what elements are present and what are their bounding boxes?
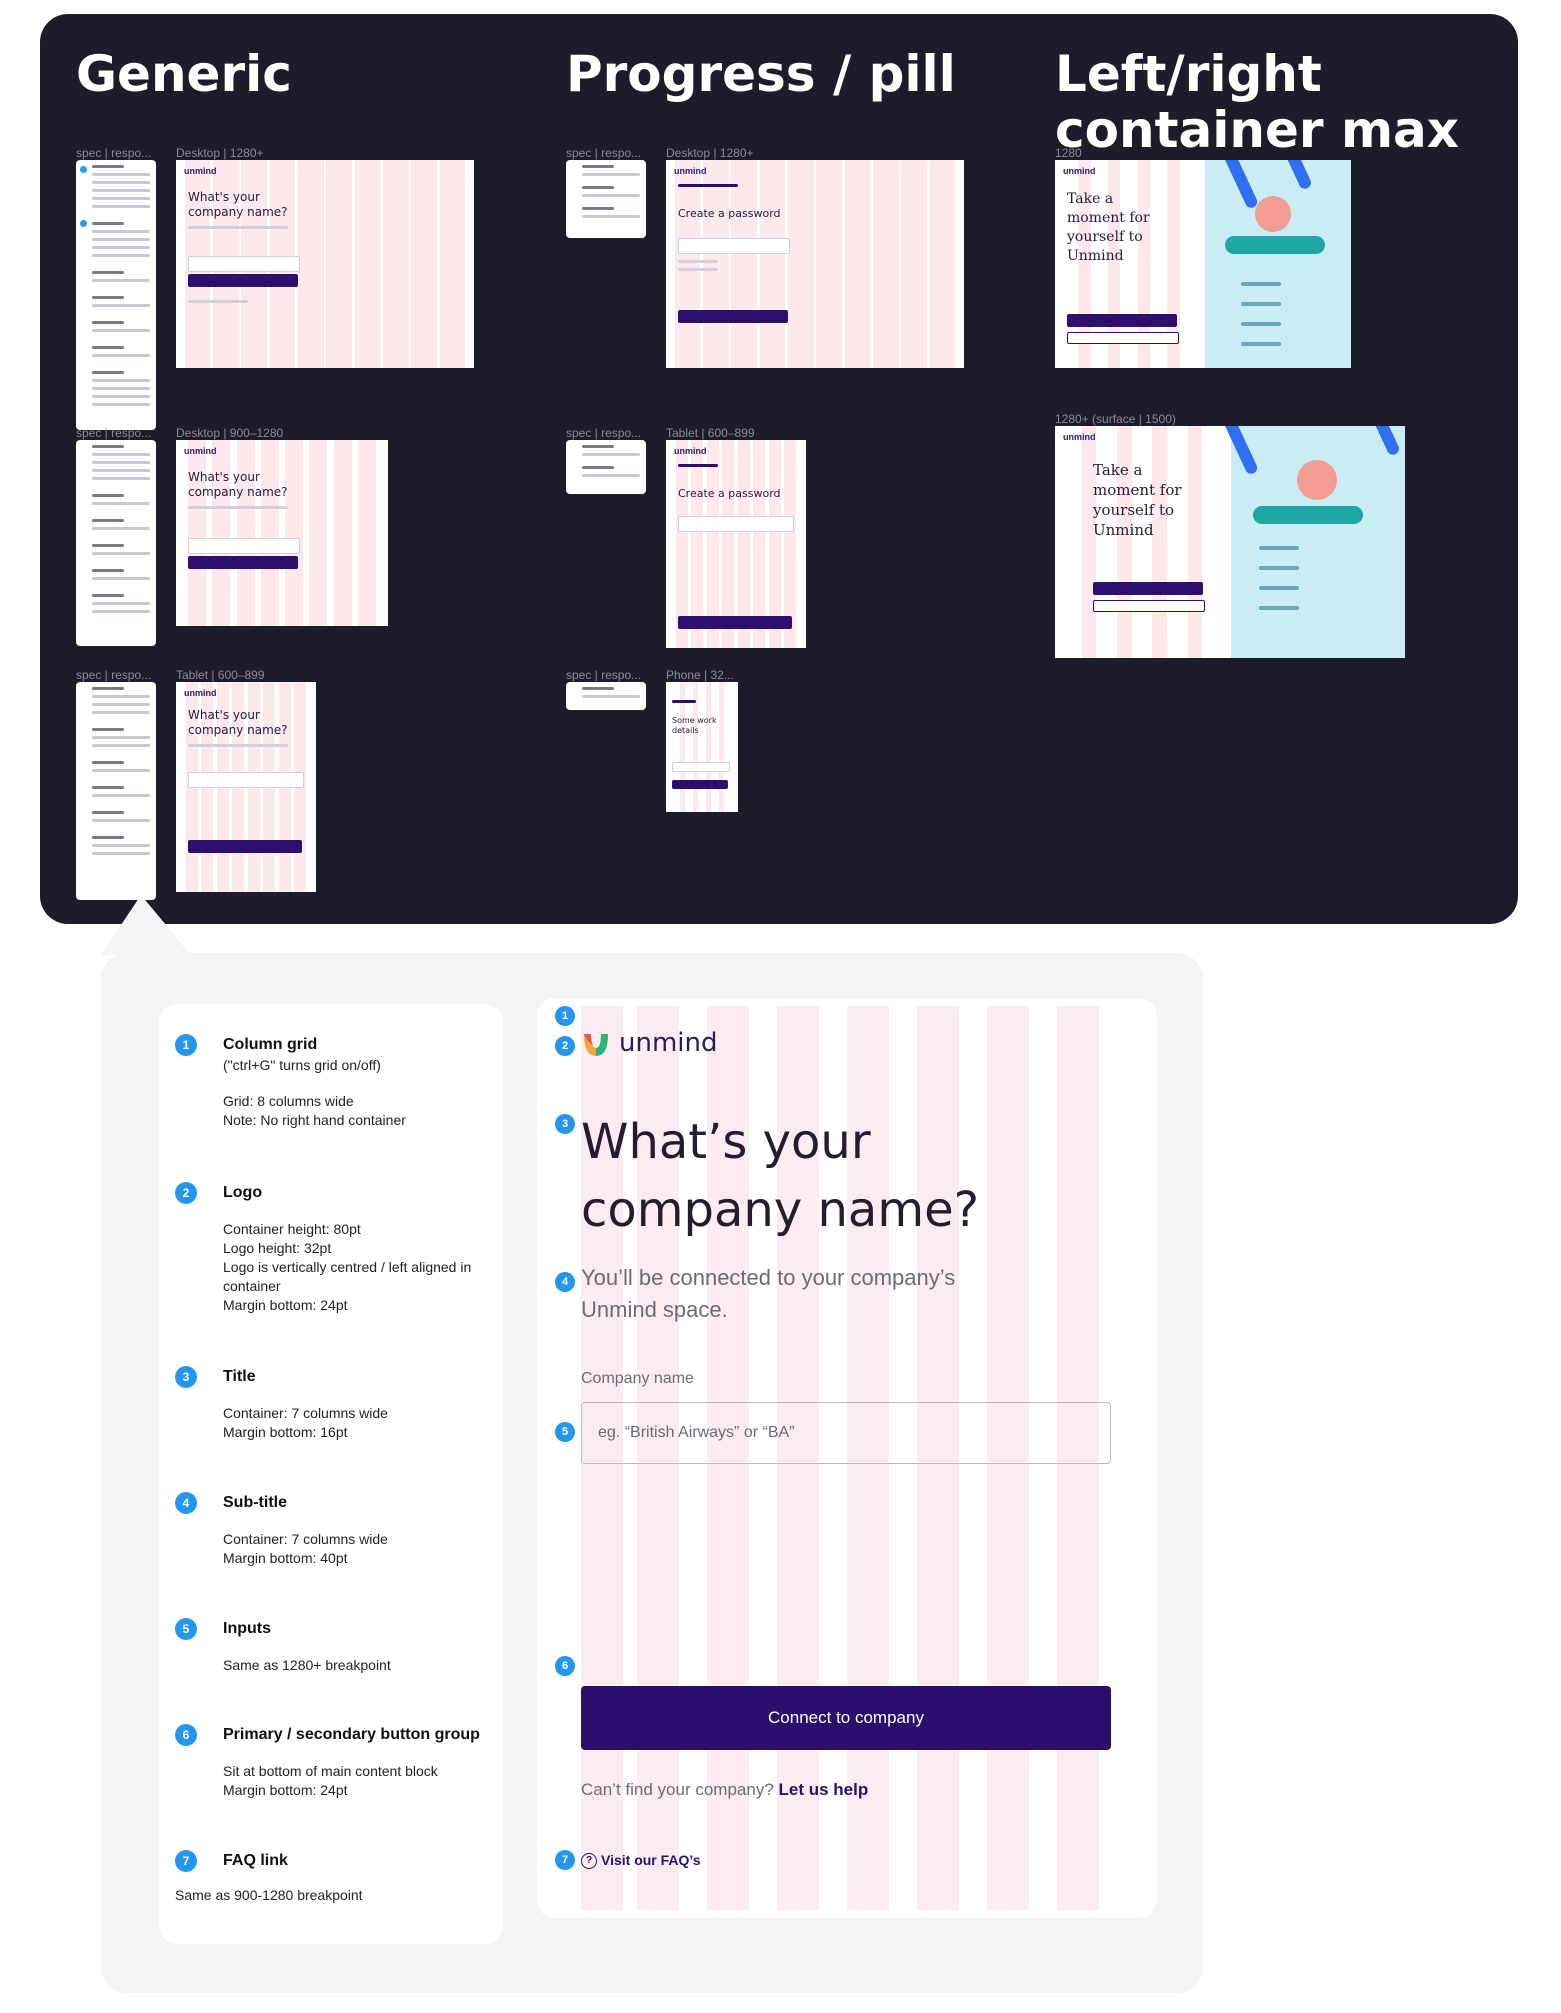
mini-title: What's your company name? xyxy=(188,470,288,499)
callout-pointer xyxy=(101,895,191,955)
mini-title: Create a password xyxy=(678,487,781,500)
desktop-1280-thumbnail[interactable]: unmind What's your company name? xyxy=(176,160,474,368)
thumb-label-spec: spec | respo... xyxy=(76,146,152,160)
spec-badge: 5 xyxy=(175,1618,197,1640)
spec-heading: Column grid xyxy=(223,1036,318,1053)
page-subtitle: You’ll be connected to your company’s Un… xyxy=(581,1265,956,1322)
spec-text: Same as 1280+ breakpoint xyxy=(223,1657,391,1673)
phone-thumbnail[interactable]: Some work details xyxy=(666,682,738,812)
mini-logo: unmind xyxy=(184,446,217,456)
spec-thumbnail[interactable] xyxy=(566,682,646,710)
overview-board: Generic Progress / pill Left/right conta… xyxy=(40,14,1518,924)
spec-panel: 1 Column grid ("ctrl+G" turns grid on/of… xyxy=(159,1004,503,1944)
spec-heading: Sub-title xyxy=(223,1494,287,1511)
password-1280-thumbnail[interactable]: unmind Create a password xyxy=(666,160,964,368)
spec-badge: 4 xyxy=(175,1492,197,1514)
illustration xyxy=(1205,160,1351,368)
thumb-label-spec: spec | respo... xyxy=(566,426,642,440)
help-prompt: Can’t find your company? xyxy=(581,1780,774,1799)
spec-thumbnail[interactable] xyxy=(566,440,646,494)
illustration xyxy=(1222,426,1405,658)
lr-1280-thumbnail[interactable]: unmind Take a moment for yourself to Unm… xyxy=(1055,160,1351,368)
tablet-thumbnail[interactable]: unmind What's your company name? xyxy=(176,682,316,892)
mini-title: What's your company name? xyxy=(188,708,288,737)
thumb-label-desktop-1280: Desktop | 1280+ xyxy=(176,146,264,160)
faq-label: Visit our FAQ’s xyxy=(601,1852,701,1868)
spec-heading: FAQ link xyxy=(223,1852,288,1869)
mini-title: Create a password xyxy=(678,207,781,220)
thumb-label-spec: spec | respo... xyxy=(76,668,152,682)
spec-badge: 3 xyxy=(175,1366,197,1388)
annotation-badge: 5 xyxy=(555,1422,575,1442)
logo-text: unmind xyxy=(619,1028,718,1058)
annotation-badge: 4 xyxy=(555,1272,575,1292)
thumb-label-tablet: Tablet | 600–899 xyxy=(666,426,755,440)
section-title-generic: Generic xyxy=(76,45,292,103)
thumb-label-spec: spec | respo... xyxy=(76,426,152,440)
spec-text: Same as 900-1280 breakpoint xyxy=(175,1887,363,1903)
annotation-badge: 2 xyxy=(555,1036,575,1056)
spec-thumbnail[interactable] xyxy=(566,160,646,238)
mini-logo: unmind xyxy=(1063,166,1096,176)
question-circle-icon: ? xyxy=(581,1853,597,1870)
mini-logo: unmind xyxy=(674,166,707,176)
desktop-900-thumbnail[interactable]: unmind What's your company name? xyxy=(176,440,388,626)
thumb-label-spec: spec | respo... xyxy=(566,146,642,160)
spec-heading: Primary / secondary button group xyxy=(223,1726,480,1743)
thumb-label-desktop-900: Desktop | 900–1280 xyxy=(176,426,284,440)
annotation-badge: 3 xyxy=(555,1114,575,1134)
spec-thumbnail[interactable] xyxy=(76,440,156,646)
thumb-label-lr-surface: 1280+ (surface | 1500) xyxy=(1055,412,1176,426)
annotation-badge: 6 xyxy=(555,1656,575,1676)
let-us-help-link[interactable]: Let us help xyxy=(778,1780,869,1799)
spec-thumbnail[interactable] xyxy=(76,682,156,900)
mini-logo: unmind xyxy=(674,446,707,456)
section-title-progress: Progress / pill xyxy=(566,45,956,103)
mini-title: What's your company name? xyxy=(188,190,288,219)
company-name-input[interactable] xyxy=(581,1402,1111,1464)
spec-badge: 1 xyxy=(175,1034,197,1056)
mini-title: Take a moment for yourself to Unmind xyxy=(1067,191,1150,264)
spec-text: Container: 7 columns wide Margin bottom:… xyxy=(223,1531,388,1566)
thumb-label-desktop-1280: Desktop | 1280+ xyxy=(666,146,754,160)
spec-heading: Title xyxy=(223,1368,256,1385)
mini-logo: unmind xyxy=(184,688,217,698)
spec-thumbnail[interactable] xyxy=(76,160,156,430)
connect-to-company-button[interactable]: Connect to company xyxy=(581,1686,1111,1750)
mini-title: Take a moment for yourself to Unmind xyxy=(1093,461,1182,539)
spec-text: Sit at bottom of main content block Marg… xyxy=(223,1763,438,1798)
annotation-badge: 1 xyxy=(555,1006,575,1026)
company-name-label: Company name xyxy=(581,1370,694,1387)
faq-link[interactable]: ?Visit our FAQ’s xyxy=(581,1852,701,1870)
thumb-label-lr-1280: 1280 xyxy=(1055,146,1082,160)
thumb-label-spec: spec | respo... xyxy=(566,668,642,682)
page-title: What’s your company name? xyxy=(581,1114,980,1238)
mini-logo: unmind xyxy=(1063,432,1096,442)
mini-title: Some work details xyxy=(672,716,717,735)
spec-heading: Logo xyxy=(223,1184,263,1201)
spec-heading: Inputs xyxy=(223,1620,271,1637)
spec-badge: 7 xyxy=(175,1850,197,1872)
spec-text: ("ctrl+G" turns grid on/off) xyxy=(223,1057,381,1073)
unmind-logo-icon xyxy=(584,1034,608,1056)
tablet-screen-preview: 1 2 unmind 3 What’s your company name? 4… xyxy=(537,998,1157,1918)
lr-surface-thumbnail[interactable]: unmind Take a moment for yourself to Unm… xyxy=(1055,426,1405,658)
mini-logo: unmind xyxy=(184,166,217,176)
annotation-badge: 7 xyxy=(555,1850,575,1870)
spec-badge: 6 xyxy=(175,1724,197,1746)
spec-badge: 2 xyxy=(175,1182,197,1204)
spec-text: Container height: 80pt Logo height: 32pt… xyxy=(223,1221,472,1313)
spec-text: Container: 7 columns wide Margin bottom:… xyxy=(223,1405,388,1440)
spec-text: Grid: 8 columns wide Note: No right hand… xyxy=(223,1093,406,1128)
thumb-label-phone: Phone | 32... xyxy=(666,668,734,682)
password-tablet-thumbnail[interactable]: unmind Create a password xyxy=(666,440,806,648)
help-text: Can’t find your company? Let us help xyxy=(581,1780,868,1800)
thumb-label-tablet: Tablet | 600–899 xyxy=(176,668,265,682)
